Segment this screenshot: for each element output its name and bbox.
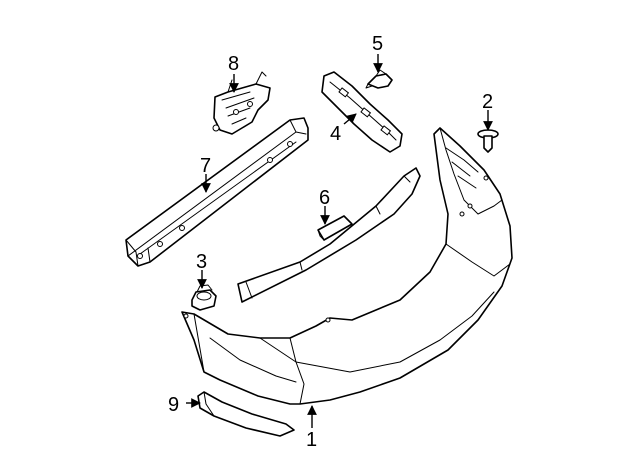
nut-part xyxy=(191,284,217,311)
reinforcement-beam-part xyxy=(125,117,309,267)
callout-7: 7 xyxy=(200,155,211,177)
leader-arrow-4 xyxy=(343,113,357,125)
lower-molding-part xyxy=(197,391,295,437)
callout-6: 6 xyxy=(319,187,330,209)
callout-2: 2 xyxy=(482,91,493,113)
callout-1: 1 xyxy=(306,429,317,451)
energy-absorber-part xyxy=(237,167,421,303)
bumper-cover-part xyxy=(181,127,513,405)
push-pin-part xyxy=(477,129,499,153)
guide-bracket-part xyxy=(321,71,403,153)
callout-5: 5 xyxy=(372,33,383,55)
bracket-part xyxy=(212,71,271,135)
push-clip-part xyxy=(365,69,393,89)
callout-3: 3 xyxy=(196,251,207,273)
callout-4: 4 xyxy=(330,123,341,145)
callout-8: 8 xyxy=(228,53,239,75)
callout-9: 9 xyxy=(168,394,179,416)
